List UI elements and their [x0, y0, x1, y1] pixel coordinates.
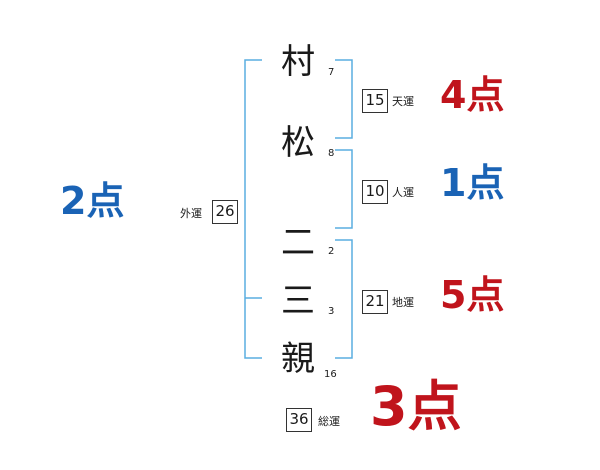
name-char-3: 二 — [281, 223, 315, 263]
chikaku-bracket — [335, 239, 353, 359]
jinkaku-score: 1点 — [440, 161, 505, 205]
name-char-4: 三 — [281, 281, 315, 321]
name-char-5: 親 — [281, 339, 315, 379]
chikaku-score: 5点 — [440, 273, 505, 317]
outer-bracket — [244, 59, 262, 359]
soukaku-label: 総運 — [318, 415, 340, 428]
gaikaku-value-box: 26 — [212, 200, 238, 224]
tenkaku-score: 4点 — [440, 73, 505, 117]
stroke-count-1: 7 — [328, 67, 335, 78]
stroke-count-2: 8 — [328, 148, 335, 159]
name-char-1: 村 — [281, 42, 315, 82]
chikaku-value-box: 21 — [362, 290, 388, 314]
stroke-count-5: 16 — [324, 369, 337, 380]
tenkaku-bracket — [335, 59, 353, 139]
tenkaku-label: 天運 — [392, 95, 414, 108]
soukaku-score: 3点 — [370, 375, 462, 438]
jinkaku-value-box: 10 — [362, 180, 388, 204]
gaikaku-label: 外運 — [180, 207, 202, 220]
stroke-count-4: 3 — [328, 306, 335, 317]
name-char-2: 松 — [281, 123, 315, 163]
jinkaku-label: 人運 — [392, 186, 414, 199]
tenkaku-value-box: 15 — [362, 89, 388, 113]
gaikaku-score: 2点 — [60, 179, 125, 223]
jinkaku-bracket — [335, 149, 353, 229]
soukaku-value-box: 36 — [286, 408, 312, 432]
stroke-count-3: 2 — [328, 246, 335, 257]
chikaku-label: 地運 — [392, 296, 414, 309]
